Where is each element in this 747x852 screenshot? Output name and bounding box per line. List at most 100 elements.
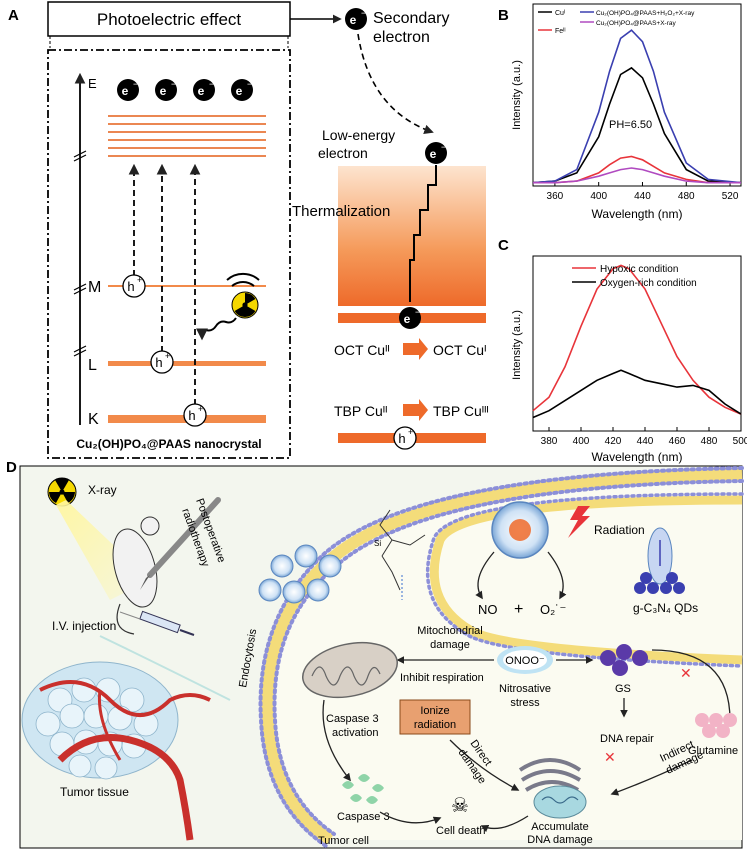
thermalization-label: Thermalization: [292, 203, 390, 220]
panel-b-tick-label-1: 400: [590, 191, 607, 202]
secondary-electron-symbol: e: [350, 13, 357, 27]
radiation-bolt-icon: [568, 506, 590, 538]
arrow-direct-damage: [449, 739, 520, 791]
caspase-activation-line1: Caspase 3: [326, 713, 379, 725]
xray-source: [47, 477, 77, 507]
o2-label: O₂˙⁻: [540, 602, 566, 617]
hole-m-charge: +: [137, 275, 142, 285]
legend-hypoxic: Hypoxic condition: [600, 264, 678, 275]
panel-b-tick-label-3: 480: [678, 191, 695, 202]
central-nanoparticle: [491, 501, 549, 559]
low-energy-electron-charge: −: [441, 142, 446, 152]
panel-c-xlabel: Wavelength (nm): [592, 450, 683, 464]
photoelectric-title: Photoelectric effect: [97, 10, 242, 29]
gc3n4-qd-icon: [634, 527, 685, 594]
panel-d: D X-ray Postoperative radi: [6, 459, 744, 849]
panel-b-series-0: [532, 66, 742, 184]
panel-c-label: C: [498, 237, 509, 254]
panel-c-legend: Hypoxic condition Oxygen-rich condition: [572, 264, 697, 289]
nanoparticle-cluster: [258, 544, 342, 604]
oct-reaction-arrow: [403, 338, 428, 360]
conduction-band: [108, 115, 266, 157]
trapped-electron-dot: [399, 307, 421, 329]
hole-l: h +: [150, 350, 174, 374]
hole-m-label: h: [127, 279, 134, 294]
arrow-indirect-damage: [610, 759, 693, 796]
cell-death-label: Cell death: [436, 825, 486, 837]
mitochondrion-icon: [301, 641, 399, 699]
shell-m-label: M: [88, 279, 101, 296]
arrow-caspase-death: [379, 811, 442, 824]
energy-axis-label: E: [88, 76, 97, 91]
legend-cu1: Cuᴵ: [555, 10, 565, 17]
nanocrystal-label: Cu₂(OH)PO₄@PAAS nanocrystal: [76, 437, 261, 451]
nanocrystal-frame: [47, 49, 291, 459]
electron-charge-4: −: [247, 79, 252, 89]
panel-c-tick-label-3: 440: [637, 436, 654, 447]
scalpel-icon: [140, 497, 221, 590]
hole-k: h +: [183, 403, 207, 427]
silane-label: Si: [374, 539, 381, 548]
secondary-electron-line1: Secondary: [373, 10, 450, 27]
panel-b-ph-annotation: PH=6.50: [609, 119, 652, 131]
mito-damage-line1: Mitochondrial: [417, 625, 482, 637]
arrow-gs-glutamine: [651, 649, 734, 722]
tbp-hole: h +: [393, 426, 417, 450]
tbp-right: TBP Cuᴵᴵᴵ: [433, 403, 489, 419]
gc3n4-label: g-C₃N₄ QDs: [633, 601, 698, 615]
panel-b-series-3: [533, 167, 741, 184]
connector-iv: [99, 635, 231, 701]
electron-row: e − e − e − e −: [117, 79, 253, 101]
tbp-left: TBP Cuᴵᴵ: [334, 403, 387, 419]
tbp-hole-charge: +: [408, 427, 413, 437]
panel-b-tick-label-0: 360: [547, 191, 564, 202]
panel-b-legend: Cuᴵ Feᴵᴵ Cu₂(OH)PO₄@PAAS+H₂O₂+X-ray Cu₂(…: [538, 10, 695, 35]
arrow-to-o2: [547, 551, 567, 600]
mito-damage-line2: damage: [430, 639, 470, 651]
oct-right: OCT Cuᴵ: [433, 342, 486, 358]
hole-l-label: h: [155, 355, 162, 370]
hole-l-charge: +: [165, 351, 170, 361]
silane-molecule: [379, 509, 426, 600]
xray-photon-wave: [196, 317, 237, 341]
gs-label: GS: [615, 683, 631, 695]
ionize-radiation-box: [399, 699, 471, 735]
trapped-electron-charge: −: [415, 307, 420, 317]
nucleus-er-icon: [518, 758, 587, 819]
hole-k-label: h: [188, 408, 195, 423]
panel-b-frame: [532, 3, 742, 187]
oct-left: OCT Cuᴵᴵ: [334, 342, 390, 358]
panel-b-tick-label-2: 440: [634, 191, 651, 202]
cross-gs: ✕: [680, 665, 692, 681]
thermalization-staircase: [409, 165, 437, 302]
legend-xray: Cu₂(OH)PO₄@PAAS+X-ray: [596, 20, 676, 27]
onoo-label: ONOO⁻: [505, 655, 545, 667]
gs-icon: [600, 644, 648, 676]
panel-c-tick-label-5: 480: [701, 436, 718, 447]
electron-label-1: e: [122, 84, 129, 98]
panel-c-tick-label-0: 380: [541, 436, 558, 447]
arrow-to-no: [475, 551, 495, 600]
secondary-electron-path: [357, 33, 434, 134]
nitro-line1: Nitrosative: [499, 683, 551, 695]
hole-m: h +: [122, 274, 146, 298]
radiation-label: Radiation: [594, 523, 645, 537]
arrow-dna-death: [480, 815, 529, 833]
electron-charge-3: −: [209, 79, 214, 89]
panel-c-tick-label-1: 400: [573, 436, 590, 447]
panel-b-ylabel: Intensity (a.u.): [511, 60, 523, 130]
nuclear-membrane-outer: [425, 492, 744, 668]
photoelectric-title-box: [47, 1, 291, 37]
arrow-to-caspase: [322, 699, 351, 782]
dna-repair-label: DNA repair: [600, 733, 654, 745]
iv-injection-label: I.V. injection: [52, 619, 116, 633]
low-energy-electron-symbol: e: [430, 147, 437, 161]
secondary-electron-charge: −: [361, 8, 366, 18]
accumulate-line1: Accumulate: [531, 821, 588, 833]
excitation-arrows: [128, 163, 201, 405]
trapped-electron-symbol: e: [404, 312, 411, 326]
